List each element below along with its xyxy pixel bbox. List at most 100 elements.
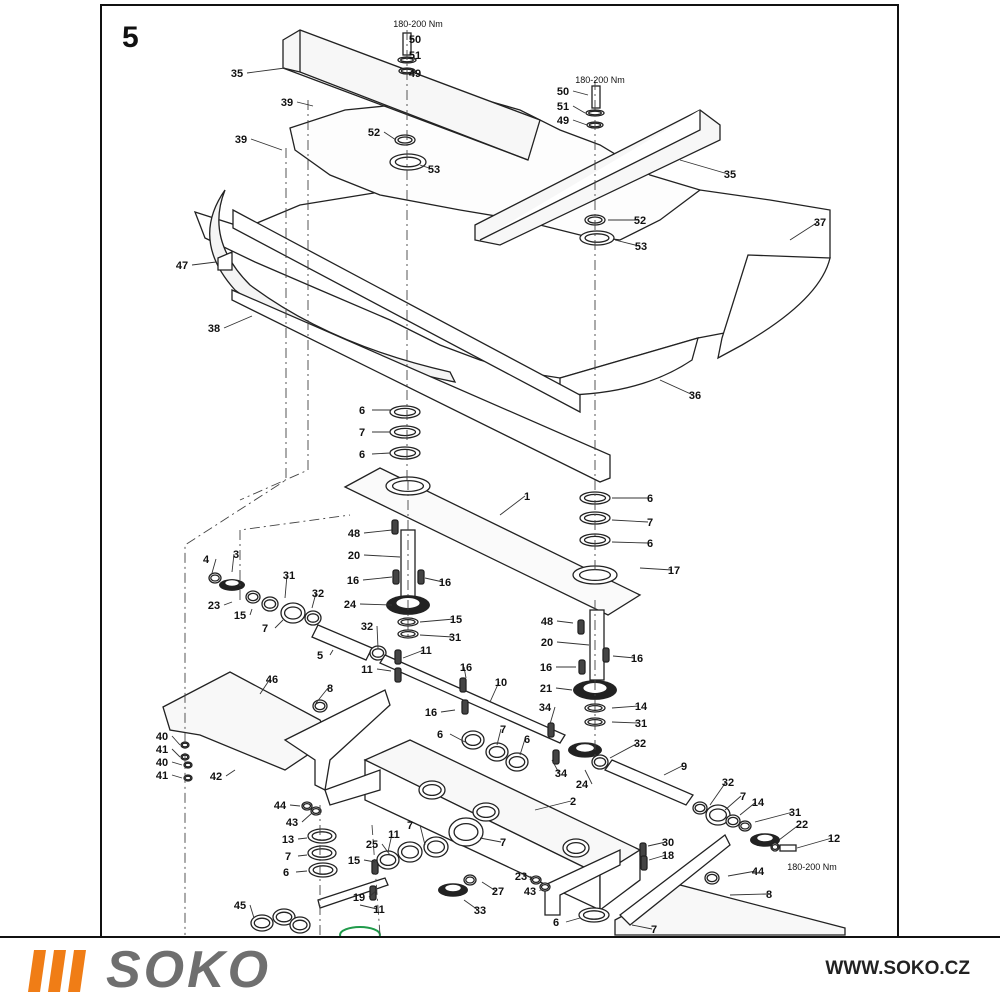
callout-label: 16 [347, 575, 359, 587]
pin-48-l [391, 519, 399, 535]
torque-label: 180-200 Nm [393, 19, 443, 29]
callout-leader [419, 824, 426, 846]
soko-logo-icon [28, 950, 86, 992]
callout-label: 31 [635, 718, 647, 730]
callout-leader [223, 601, 233, 606]
bolt-50-right [591, 85, 601, 109]
callout-label: 6 [359, 405, 365, 417]
hub-30 [448, 817, 484, 847]
callout-leader [556, 620, 574, 624]
callout-leader [409, 38, 414, 41]
bearing-7-e [485, 742, 509, 762]
callout-leader [584, 769, 593, 785]
callout-label: 31 [283, 570, 295, 582]
callout-label: 23 [208, 600, 220, 612]
callout-label: 9 [681, 761, 687, 773]
ring-7-a [389, 425, 421, 439]
callout-label: 7 [407, 820, 413, 832]
callout-label: 33 [474, 905, 486, 917]
bracket-47 [217, 251, 233, 271]
callout-leader [631, 924, 653, 930]
nut-43 [310, 806, 322, 816]
callout-label: 6 [647, 493, 653, 505]
callout-label: 50 [409, 34, 421, 46]
left-edge-strip [232, 208, 581, 414]
callout-leader [387, 833, 393, 853]
callout-leader [556, 641, 590, 646]
callout-leader [789, 221, 819, 241]
callout-label: 52 [368, 127, 380, 139]
housing-hole-3 [562, 838, 590, 858]
callout-leader [311, 592, 317, 609]
callout-leader [402, 649, 425, 659]
pin-11-a [394, 649, 402, 665]
callout-leader [362, 576, 393, 581]
callout-leader [796, 837, 833, 849]
callout-label: 30 [662, 837, 674, 849]
beam-right-face [479, 110, 701, 241]
bearing-7-a [280, 602, 306, 624]
callout-leader [679, 159, 729, 175]
callout-label: 6 [647, 538, 653, 550]
callout-leader [659, 379, 694, 396]
ring-15-l2 [308, 862, 338, 878]
beam-left-face [282, 30, 529, 161]
callout-label: 53 [428, 164, 440, 176]
callout-label: 7 [740, 791, 746, 803]
callout-label: 48 [348, 528, 360, 540]
callout-leader [297, 854, 308, 857]
callout-label: 20 [541, 637, 553, 649]
callout-label: 20 [348, 550, 360, 562]
ring-6-c [579, 491, 611, 505]
housing-hole-2 [472, 802, 500, 822]
callout-leader [549, 706, 556, 725]
callout-leader [614, 239, 640, 247]
gearbox-housing-2-end [599, 848, 641, 912]
callout-leader [612, 655, 636, 659]
bolt-13 [779, 844, 797, 852]
ring-32-c [591, 754, 609, 770]
callout-label: 4 [203, 554, 210, 566]
callout-leader [555, 687, 573, 691]
callout-leader [463, 899, 479, 911]
callout-leader [611, 519, 649, 523]
callout-leader [171, 735, 181, 746]
callout-label: 40 [156, 757, 168, 769]
bearing-7-bottom [578, 907, 610, 923]
callout-leader [572, 90, 589, 96]
callout-leader [663, 765, 683, 776]
callout-label: 23 [515, 871, 527, 883]
callout-leader [315, 687, 329, 704]
ring-32-d [692, 801, 708, 815]
callout-leader [419, 164, 433, 170]
callout-label: 11 [420, 645, 432, 657]
callout-label: 40 [156, 731, 168, 743]
callout-leader [572, 105, 586, 114]
callout-label: 53 [635, 241, 647, 253]
callout-label: 49 [557, 115, 569, 127]
tube-5 [311, 624, 373, 661]
callout-leader [225, 769, 236, 777]
callout-label: 52 [634, 215, 646, 227]
callout-leader [301, 812, 313, 823]
callout-label: 32 [634, 738, 646, 750]
callout-label: 44 [274, 800, 287, 812]
callout-label: 10 [495, 677, 507, 689]
bracket-right [544, 848, 621, 916]
callout-label: 22 [796, 819, 808, 831]
center-line [184, 148, 287, 935]
callout-label: 7 [500, 837, 506, 849]
callout-leader [171, 748, 181, 758]
callout-leader [363, 859, 376, 863]
frame-45-arm [619, 834, 731, 926]
callout-label: 39 [281, 97, 293, 109]
shaft-20-right [589, 609, 605, 681]
pin-16-r1 [578, 659, 586, 675]
website-link[interactable]: WWW.SOKO.CZ [825, 958, 970, 979]
center-line [371, 824, 381, 936]
gear-3 [219, 579, 245, 591]
callout-label: 15 [234, 610, 246, 622]
ring-bottom-3 [289, 916, 311, 934]
callout-label: 25 [366, 839, 378, 851]
